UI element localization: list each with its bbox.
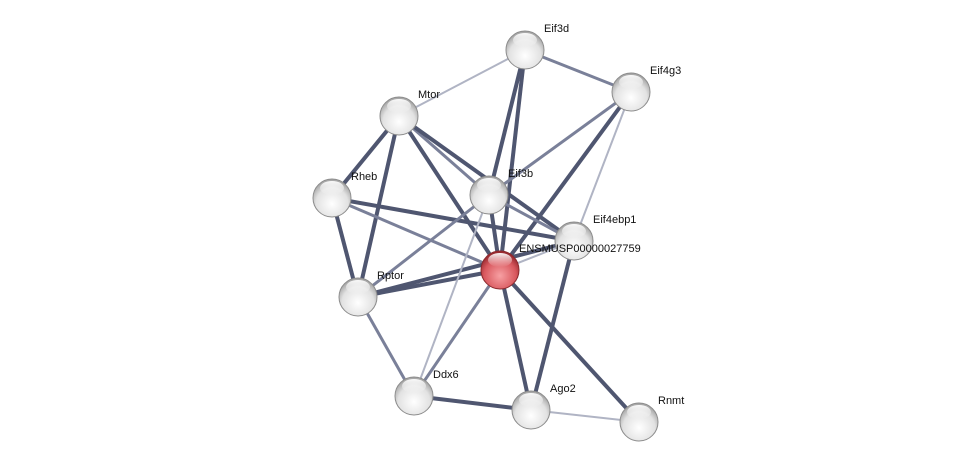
node-eif4ebp1[interactable]	[554, 221, 594, 261]
node-label-rptor: Rptor	[377, 270, 404, 282]
node-mtor[interactable]	[379, 96, 419, 136]
node-eif3b[interactable]	[469, 175, 509, 215]
edge-eif3b-ddx6[interactable]	[413, 194, 490, 397]
edge-center-ago2[interactable]	[498, 269, 533, 411]
edge-eif4g3-eif4ebp1[interactable]	[573, 91, 632, 242]
node-label-rheb: Rheb	[351, 171, 377, 183]
node-label-eif4ebp1: Eif4ebp1	[593, 214, 636, 226]
node-label-ago2: Ago2	[550, 383, 576, 395]
edge-rheb-eif4ebp1[interactable]	[331, 196, 575, 243]
node-label-eif4g3: Eif4g3	[650, 65, 681, 77]
node-label-center: ENSMUSP00000027759	[519, 243, 641, 255]
node-label-eif3d: Eif3d	[544, 23, 569, 35]
node-eif4g3[interactable]	[611, 72, 651, 112]
edge-rptor-eif3b[interactable]	[357, 193, 490, 299]
edge-center-rnmt[interactable]	[498, 268, 641, 424]
edge-mtor-eif3d[interactable]	[398, 49, 526, 117]
edge-eif3d-eif3b[interactable]	[487, 49, 527, 196]
edge-mtor-center[interactable]	[397, 114, 502, 272]
edge-center-ddx6[interactable]	[412, 269, 502, 397]
node-ago2[interactable]	[511, 390, 551, 430]
edge-rptor-eif4ebp1[interactable]	[357, 239, 575, 299]
node-label-rnmt: Rnmt	[658, 395, 684, 407]
edge-eif4g3-eif3b[interactable]	[488, 90, 632, 197]
node-rptor[interactable]	[338, 277, 378, 317]
node-center[interactable]	[480, 250, 520, 290]
node-ddx6[interactable]	[394, 376, 434, 416]
node-label-ddx6: Ddx6	[433, 369, 459, 381]
node-rnmt[interactable]	[619, 402, 659, 442]
node-rheb[interactable]	[312, 178, 352, 218]
node-eif3d[interactable]	[505, 30, 545, 70]
edge-ddx6-ago2[interactable]	[413, 394, 532, 412]
node-label-eif3b: Eif3b	[508, 168, 533, 180]
edge-rheb-center[interactable]	[331, 196, 501, 272]
node-label-mtor: Mtor	[418, 89, 440, 101]
edge-eif3d-center[interactable]	[498, 49, 527, 271]
edge-eif4g3-center[interactable]	[498, 90, 633, 272]
